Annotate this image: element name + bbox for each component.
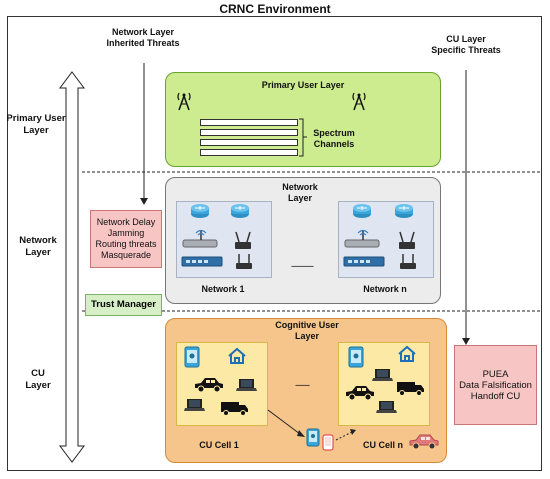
threat-item: Routing threats [95,239,157,249]
router-icon [191,204,209,218]
network-n-label: Network n [363,284,407,294]
switch-icon [343,256,385,267]
threat-item: Data Falsification [459,380,532,391]
arrowhead-network-threats [140,198,148,205]
threat-item: Masquerade [100,250,152,260]
wifi-router-icon [235,231,251,249]
cognitive-user-layer-title: Cognitive User Layer [275,320,339,341]
router-icon [395,204,413,218]
laptop-icon [184,399,205,411]
home-icon [398,345,416,362]
phone-icon [322,434,334,451]
switch-icon [181,256,223,267]
tablet-icon [348,346,364,368]
diagram-title: CRNC Environment [219,2,331,16]
laptop-icon [376,401,397,413]
threat-item: Handoff CU [470,391,521,402]
left-label-network: Network Layer [19,235,57,258]
car-icon [346,386,374,401]
threat-item: PUEA [482,369,509,380]
truck-icon [221,402,248,416]
primary-user-layer-title: Primary User Layer [261,80,345,90]
cu-cell-n-label: CU Cell n [362,440,403,450]
spectrum-channel [200,119,298,126]
laptop-icon [236,379,257,391]
car-icon [195,378,223,393]
wifi-router-icon [399,231,415,249]
wifi-router-icon [344,229,380,248]
arrowhead-cu-threats [462,338,470,345]
trust-manager-box: Trust Manager [85,294,162,316]
home-icon [228,347,246,364]
cu-threats-box: PUEA Data Falsification Handoff CU [454,345,537,425]
network-ellipsis: ----------- [291,261,314,271]
cu-cell-1-label: CU Cell 1 [199,440,239,450]
channels-brace [299,118,307,157]
spectrum-channel [200,129,298,136]
environment-frame [7,16,542,471]
network-1-label: Network 1 [201,284,245,294]
label-network-inherited-threats: Network Layer Inherited Threats [106,27,180,48]
car-icon [409,434,439,450]
spectrum-channel [200,149,298,156]
left-label-cu: CU Layer [25,368,51,391]
left-label-primary: Primary User Layer [6,113,66,136]
tablet-icon [184,346,200,368]
network-layer-title: Network Layer [282,182,318,203]
truck-icon [397,382,424,396]
spectrum-channels-label: Spectrum Channels [313,128,355,149]
threat-item: Jamming [107,228,145,238]
cu-ellipsis: ------- [295,380,310,390]
layer-span-arrow [59,71,85,463]
wifi-router-icon [182,229,218,248]
router-icon [231,204,249,218]
wifi-router-icon [400,254,416,269]
wifi-router-icon [236,254,252,269]
tower-icon [352,92,366,111]
label-cu-specific-threats: CU Layer Specific Threats [431,34,501,55]
router-icon [353,204,371,218]
threat-item: Network Delay [96,217,156,227]
tower-icon [177,92,191,111]
laptop-icon [372,369,393,381]
spectrum-channel [200,139,298,146]
network-threats-box: Network Delay Jamming Routing threats Ma… [90,210,162,268]
tablet-icon [306,428,320,447]
